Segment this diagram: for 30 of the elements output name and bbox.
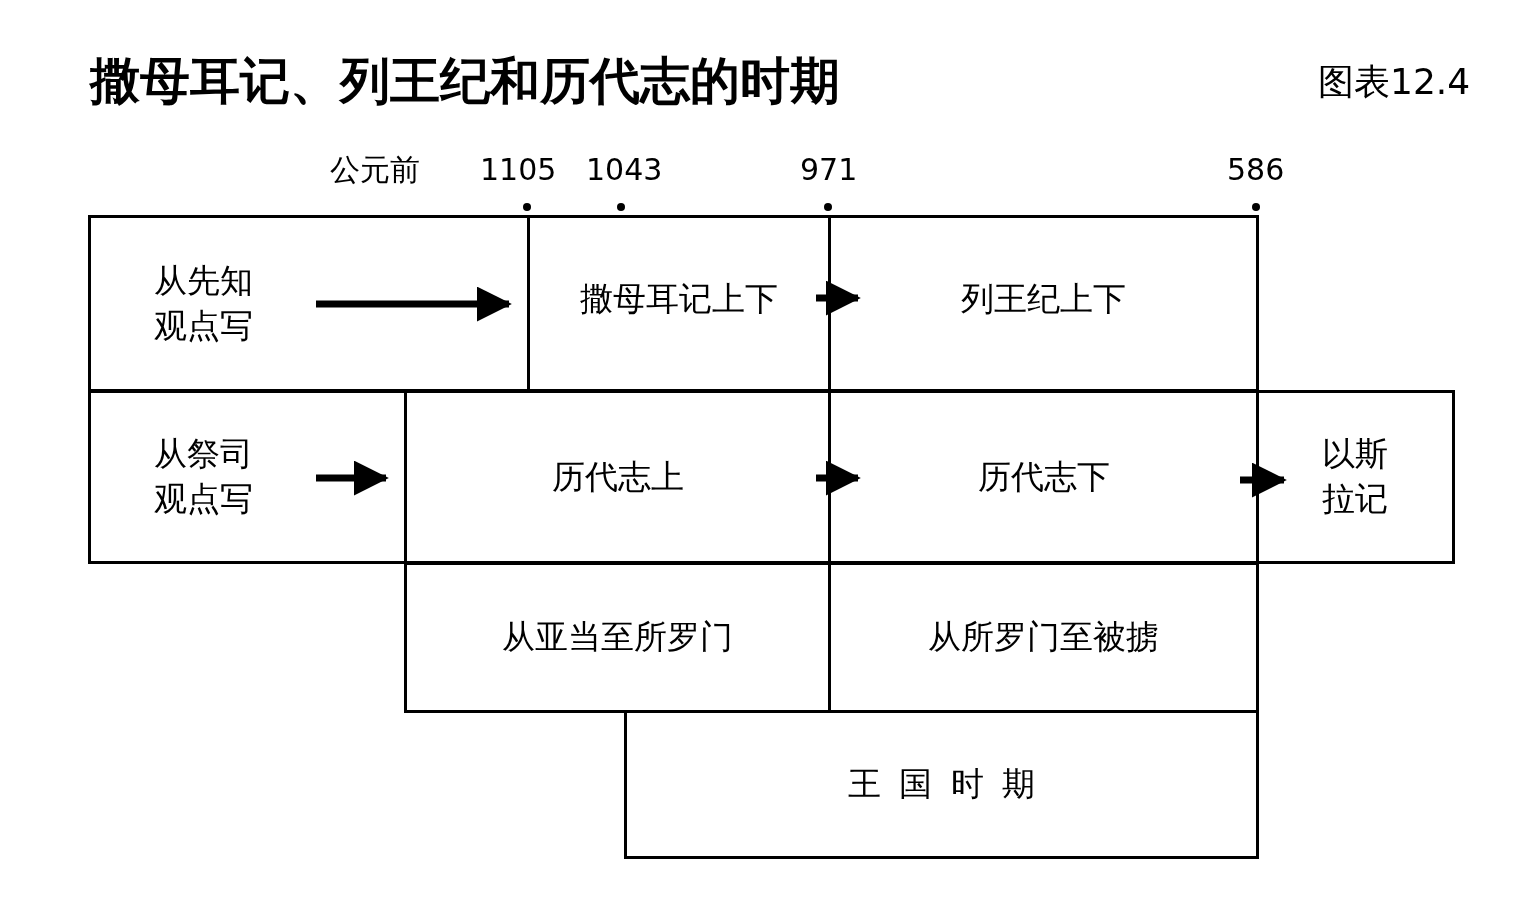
cell-text: 以斯拉记 bbox=[1321, 433, 1390, 520]
year-label: 1043 bbox=[586, 152, 663, 187]
title: 撒母耳记、列王纪和历代志的时期 bbox=[90, 51, 840, 112]
table-cell bbox=[88, 215, 530, 392]
era-label: 公元前 bbox=[330, 151, 420, 189]
cell-text: 历代志下 bbox=[977, 455, 1110, 498]
year-label: 1105 bbox=[480, 152, 557, 187]
cell-text: 从所罗门至被掳 bbox=[928, 616, 1159, 659]
table-cell bbox=[88, 390, 407, 564]
table-cell bbox=[1256, 390, 1455, 564]
figure-number: 图表12.4 bbox=[1318, 60, 1471, 104]
table-cell bbox=[828, 390, 1259, 564]
table-cell bbox=[624, 710, 1259, 859]
year-label: 971 bbox=[800, 152, 858, 187]
arrow bbox=[816, 280, 861, 316]
table-cell bbox=[404, 390, 831, 564]
cell-text: 王国时期 bbox=[848, 763, 1053, 806]
cell-text: 从先知观点写 bbox=[153, 259, 254, 347]
table-cell bbox=[828, 215, 1259, 392]
cell-text: 列王纪上下 bbox=[961, 278, 1126, 321]
arrow bbox=[816, 460, 861, 496]
cell-text: 从亚当至所罗门 bbox=[502, 616, 733, 659]
table-cell bbox=[527, 215, 831, 392]
table-cell bbox=[828, 562, 1259, 713]
year-label: 586 bbox=[1227, 152, 1285, 187]
cell-text: 从祭司观点写 bbox=[153, 433, 254, 520]
arrow bbox=[1240, 462, 1287, 498]
table-cell bbox=[404, 562, 831, 713]
cell-text: 历代志上 bbox=[551, 455, 684, 498]
cell-text: 撒母耳记上下 bbox=[580, 278, 778, 321]
